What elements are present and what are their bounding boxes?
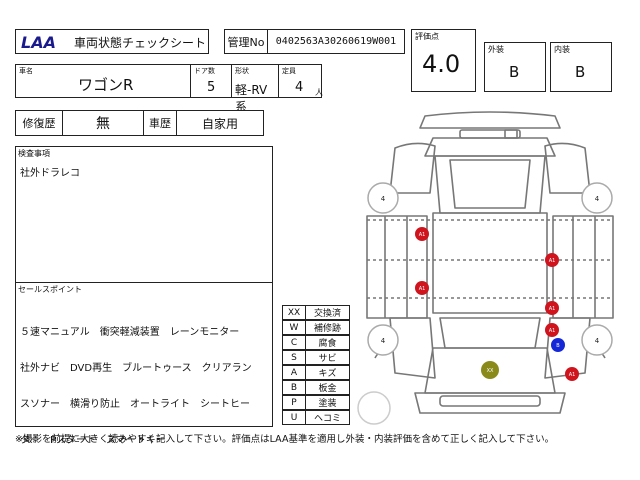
exterior-box: 外装 B [484,42,546,92]
damage-marker [481,361,499,379]
sales-points-box: セールスポイント ５速マニュアル 衝突軽減装置 レーンモニター 社外ナビ DVD… [15,282,273,446]
inspection-text: 社外ドラレコ [20,168,80,179]
svg-text:LAA: LAA [21,33,56,51]
bumper-outline [414,392,566,414]
repair-history-value: 無 [62,110,144,136]
usage-label: 車歴 [143,110,177,136]
tire-label: 4 [595,337,600,345]
tire-markers: 4 4 4 4 [367,182,613,356]
damage-marker-label: A1 [549,258,556,264]
laa-logo: LAA [21,33,56,51]
damage-marker-label: A1 [549,328,556,334]
tire-label: 4 [381,337,386,345]
door-count-cell: ドア数 5 [190,64,232,98]
score-value: 4.0 [422,50,461,78]
front-body-outline [389,317,436,379]
inspection-box: 検査事項 社外ドラレコ [15,146,273,284]
sheet-title: 車両状態チェックシート [74,36,207,50]
exterior-value: B [509,63,520,81]
usage-value: 自家用 [176,110,264,136]
mgmt-label: 管理No [224,29,268,54]
score-box: 評価点 4.0 [411,29,476,92]
damage-marker [415,227,429,241]
damage-marker-label: B [556,343,560,349]
header-title-box: LAA 車両状態チェックシート [15,29,209,54]
repair-history-label: 修復歴 [15,110,63,136]
tire-front-right [581,324,613,356]
damage-marker [545,253,559,267]
damage-marker [565,367,579,381]
tire-rear-left [367,182,399,214]
body-shape-cell: 形状 軽-RV系 [231,64,279,114]
tire-label: 4 [381,195,386,203]
center-roof-outline [432,212,548,314]
interior-box: 内装 B [550,42,612,92]
damage-marker [545,323,559,337]
rear-body-outline [424,137,556,157]
damage-marker-label: A1 [419,286,426,292]
damage-marker [415,281,429,295]
damage-marker-label: A1 [549,306,556,312]
spare-tire-icon [357,391,391,425]
capacity-cell: 定員 4 人 [278,64,323,98]
car-name-cell: 車名 ワゴンR [15,64,191,98]
right-side-outline [552,215,614,319]
damage-marker-label: A1 [419,232,426,238]
damage-marker [545,301,559,315]
damage-marker-label: A1 [569,372,576,378]
tire-label: 4 [595,195,600,203]
tire-rear-right [581,182,613,214]
damage-marker-label: XX [487,368,494,374]
sales-points-text: ５速マニュアル 衝突軽減装置 レーンモニター 社外ナビ DVD再生 ブルートゥー… [20,327,252,446]
car-name: ワゴンR [78,76,134,94]
roof-outline [419,111,561,129]
footer-note: ※撮影を前提に大きく読みやすく記入して下さい。評価点はLAA基準を適用し外装・内… [15,434,555,445]
interior-value: B [575,63,586,81]
tire-front-left [367,324,399,356]
damage-marker [551,338,565,352]
mgmt-number: 0402563A30260619W001 [267,29,405,54]
